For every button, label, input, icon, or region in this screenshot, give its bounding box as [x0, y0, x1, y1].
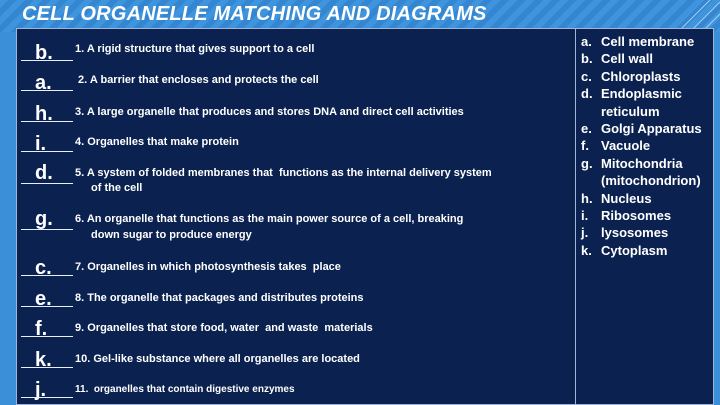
word-bank-letter: b. [581, 51, 593, 67]
question-text: 9. Organelles that store food, water and… [75, 322, 373, 334]
word-bank-letter: k. [581, 242, 592, 258]
word-bank-letter: a. [581, 34, 592, 49]
word-bank-letter: j. [581, 225, 589, 241]
word-bank-term: Golgi Apparatus [601, 121, 702, 137]
word-bank-letter: h. [581, 190, 593, 206]
word-bank-term: Vacuole [601, 138, 651, 154]
word-bank-item: h. Nucleus [581, 190, 713, 207]
answer-blank-line [21, 151, 73, 152]
question-row: j. 11. organelles that contain digestive… [17, 372, 573, 402]
answer-text[interactable]: e. [35, 288, 52, 310]
answer-blank-line [21, 183, 73, 184]
word-bank-letter: i. [581, 208, 589, 224]
word-bank-letter: d. [581, 86, 593, 102]
question-row: k. 10. Gel-like substance where all orga… [17, 342, 573, 372]
word-bank-item: d. Endoplasmic reticulum [581, 85, 713, 120]
answer-text[interactable]: i. [35, 133, 47, 155]
answer-text[interactable]: j. [35, 379, 47, 401]
answer-text[interactable]: k. [35, 349, 52, 371]
answer-blank-line [21, 275, 73, 276]
word-bank-term: Ribosomes [601, 208, 672, 224]
question-text: 8. The organelle that packages and distr… [75, 292, 364, 304]
word-bank-item: f. Vacuole [581, 137, 713, 154]
answer-blank-line [21, 367, 73, 368]
word-bank-term: Cell membrane [601, 34, 695, 49]
word-bank-term: Cell wall [601, 51, 654, 67]
question-text: 11. organelles that contain digestive en… [75, 384, 295, 395]
question-text: 4. Organelles that make protein [75, 136, 239, 148]
question-text: 6. An organelle that functions as the ma… [75, 213, 464, 225]
answer-blank-line [21, 336, 73, 337]
answer-text[interactable]: a. [35, 72, 52, 94]
question-row: a. 2. A barrier that encloses and protec… [17, 65, 573, 95]
header-stripes [0, 0, 720, 32]
question-row: b. 1. A rigid structure that gives suppo… [17, 35, 573, 65]
answer-text[interactable]: d. [35, 162, 53, 184]
question-text: 1. A rigid structure that gives support … [75, 43, 315, 55]
word-bank-term: lysosomes [601, 225, 669, 241]
word-bank-term: Endoplasmic reticulum [601, 86, 682, 119]
question-text-continued: of the cell [91, 182, 143, 194]
word-bank-letter: e. [581, 121, 592, 137]
answer-text[interactable]: g. [35, 208, 53, 230]
word-bank-letter: g. [581, 155, 593, 171]
question-text: 2. A barrier that encloses and protects … [75, 74, 319, 86]
word-bank-item: j. lysosomes [581, 224, 713, 241]
answer-text[interactable]: b. [35, 42, 53, 64]
word-bank-item: b. Cell wall [581, 50, 713, 67]
answer-blank-line [21, 229, 73, 230]
word-bank-term: Mitochondria (mitochondrion) [601, 155, 701, 189]
word-bank: a. Cell membrane b. Cell wall c. Chloroplas… [581, 33, 713, 259]
answer-text[interactable]: f. [35, 318, 48, 340]
word-bank-term: Chloroplasts [601, 68, 681, 84]
question-row: f. 9. Organelles that store food, water … [17, 311, 573, 341]
answer-blank-line [21, 90, 73, 91]
column-divider [575, 29, 576, 404]
corner-decoration [679, 0, 720, 30]
word-bank-item: i. Ribosomes [581, 207, 713, 224]
question-row: d. 5. A system of folded membranes that … [17, 157, 573, 197]
word-bank-term: Nucleus [601, 190, 652, 206]
word-bank-item: c. Chloroplasts [581, 68, 713, 85]
word-bank-item: e. Golgi Apparatus [581, 120, 713, 137]
question-row: i. 4. Organelles that make protein [17, 126, 573, 156]
page-title: CELL ORGANELLE MATCHING AND DIAGRAMS [22, 3, 487, 25]
answer-blank-line [21, 121, 73, 122]
question-row: h. 3. A large organelle that produces an… [17, 96, 573, 126]
question-row: e. 8. The organelle that packages and di… [17, 281, 573, 311]
answer-blank-line [21, 306, 73, 307]
question-text: 3. A large organelle that produces and s… [75, 106, 464, 118]
word-bank-item: a. Cell membrane [581, 33, 713, 50]
question-row: c. 7. Organelles in which photosynthesis… [17, 250, 573, 280]
word-bank-letter: c. [581, 68, 592, 84]
word-bank-term: Cytoplasm [601, 242, 668, 258]
question-text: 5. A system of folded membranes that fun… [75, 167, 492, 179]
question-text: 7. Organelles in which photosynthesis ta… [75, 261, 341, 273]
word-bank-item: k. Cytoplasm [581, 242, 713, 259]
word-bank-letter: f. [581, 138, 589, 154]
question-text-continued: down sugar to produce energy [91, 229, 252, 241]
answer-text[interactable]: h. [35, 103, 53, 125]
question-row: g. 6. An organelle that functions as the… [17, 203, 573, 245]
word-bank-item: g. Mitochondria (mitochondrion) [581, 155, 713, 190]
answer-blank-line [21, 60, 73, 61]
question-text: 10. Gel-like substance where all organel… [75, 353, 360, 365]
answer-text[interactable]: c. [35, 257, 52, 279]
answer-blank-line [21, 397, 73, 398]
matching-table: b. 1. A rigid structure that gives suppo… [16, 28, 714, 405]
